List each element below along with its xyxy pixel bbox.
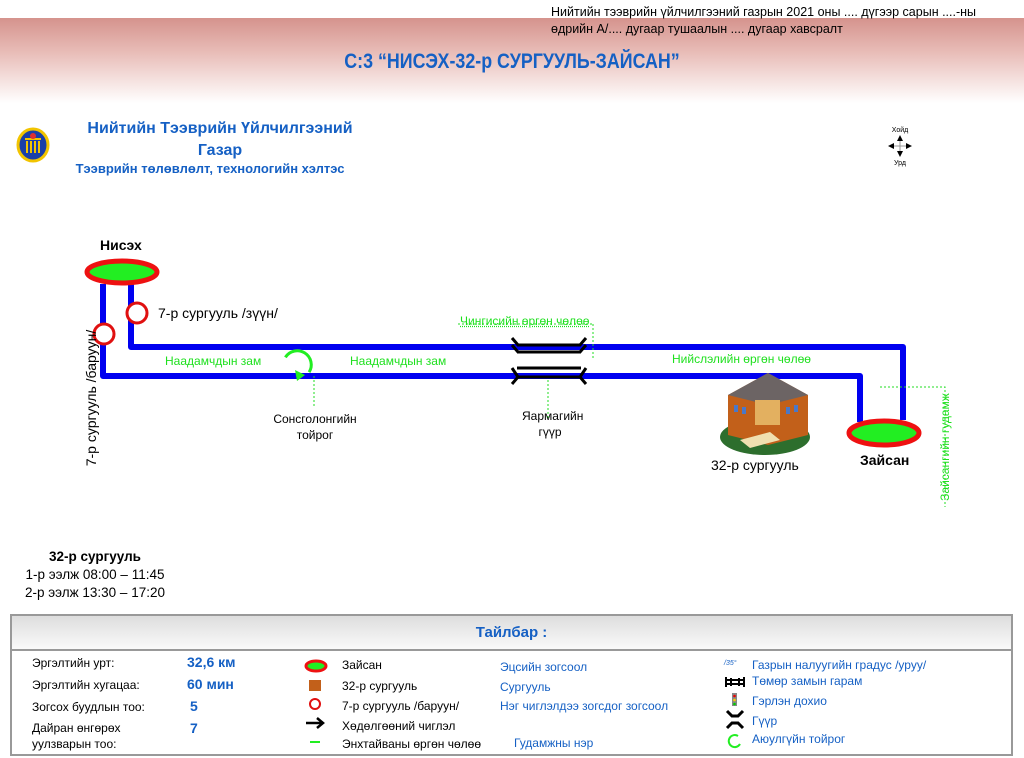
stop-west-icon bbox=[92, 322, 116, 346]
legend-symbol-label: 7-р сургууль /баруун/ bbox=[342, 699, 460, 713]
road-label: Наадамчдын зам bbox=[350, 354, 447, 368]
legend-other-label: Төмөр замын гарам bbox=[752, 674, 863, 688]
legend-other-symbols bbox=[725, 677, 745, 749]
legend-symbol-label: Хөдөлгөөний чиглэл bbox=[342, 719, 456, 733]
route-map bbox=[84, 258, 946, 507]
schedule: 32-р сургууль 1-р ээлж 08:00 – 11:45 2-р э… bbox=[20, 548, 170, 602]
road-label: Чингисийн өргөн чөлөө bbox=[460, 314, 590, 328]
bridge-icon bbox=[510, 337, 588, 385]
legend-meaning: Эцсийн зогсоол bbox=[500, 660, 588, 674]
stop-east-icon bbox=[125, 301, 149, 325]
stat-label: Зогсох буудлын тоо: bbox=[32, 700, 145, 714]
stop-east-label: 7-р сургууль /зүүн/ bbox=[158, 305, 278, 321]
terminal-icon bbox=[304, 659, 328, 673]
compass-north: Хойд bbox=[891, 127, 909, 134]
legend-other-label: Гүүр bbox=[752, 714, 778, 728]
stat-value: 7 bbox=[190, 720, 198, 736]
org-line-2: Газар bbox=[197, 142, 243, 159]
arrow-right-icon bbox=[306, 717, 325, 729]
start-terminal-icon bbox=[84, 258, 160, 286]
header-band bbox=[0, 18, 1024, 103]
legend-symbol-label: Зайсан bbox=[342, 658, 382, 672]
stop-icon bbox=[309, 698, 321, 710]
end-terminal-icon bbox=[846, 418, 922, 448]
bridge-label: Яармагийн гүүр bbox=[522, 409, 584, 439]
legend-other-label: Газрын налуугийн градус /уруу/ bbox=[752, 658, 927, 672]
legend-meaning: Сургууль bbox=[500, 680, 551, 694]
stat-value: 60 мин bbox=[187, 676, 234, 692]
school-icon bbox=[309, 680, 321, 691]
roundabout-icon bbox=[727, 734, 741, 749]
legend-meaning: Гудамжны нэр bbox=[514, 736, 594, 750]
legend-symbol-label: Энхтайваны өргөн чөлөө bbox=[342, 737, 481, 751]
stat-label: Дайран өнгөрөх уулзварын тоо: bbox=[32, 721, 121, 751]
railway-crossing-icon bbox=[725, 677, 745, 687]
start-label: Нисэх bbox=[100, 237, 142, 253]
bridge-icon bbox=[725, 709, 745, 730]
compass-arrows-icon bbox=[888, 135, 912, 157]
stop-west-label: 7-р сургууль /баруун/ bbox=[83, 329, 99, 467]
stat-label: Эргэлтийн хугацаа: bbox=[32, 678, 140, 692]
legend-symbols bbox=[304, 659, 328, 743]
end-label: Зайсан bbox=[860, 452, 910, 468]
school-building-icon bbox=[720, 373, 810, 455]
legend-panel: Тайлбар : Эргэлтийн урт: 32,6 км Эргэлти… bbox=[10, 614, 1013, 756]
decree-note: Нийтийн тээврийн үйлчилгээний газрын 202… bbox=[551, 4, 1016, 38]
legend-other-label: Гэрлэн дохио bbox=[752, 694, 827, 708]
schedule-title: 32-р сургууль bbox=[49, 549, 141, 564]
slope-icon: /35° bbox=[724, 660, 737, 667]
schedule-shift-2: 2-р ээлж 13:30 – 17:20 bbox=[25, 585, 165, 600]
school-label: 32-р сургууль bbox=[711, 457, 799, 473]
roundabout-icon bbox=[284, 349, 313, 381]
road-label: Зайсангийн гудамж bbox=[938, 393, 952, 501]
schedule-shift-1: 1-р ээлж 08:00 – 11:45 bbox=[25, 567, 165, 582]
stat-label: Эргэлтийн урт: bbox=[32, 656, 115, 670]
legend-other-label: Аюулгүйн тойрог bbox=[752, 732, 846, 746]
org-logo-icon bbox=[16, 127, 50, 163]
decree-line-1: Нийтийн тээврийн үйлчилгээний газрын 202… bbox=[551, 5, 977, 19]
page-title: С:3 “НИСЭХ-32-р СУРГУУЛЬ-ЗАЙСАН” bbox=[344, 50, 680, 73]
compass-south: Урд bbox=[894, 160, 906, 167]
roundabout-label: Сонсголонгийн тойрог bbox=[273, 412, 357, 442]
org-department: Тээврийн төлөвлөлт, технологийн хэлтэс bbox=[75, 161, 345, 176]
legend-meaning: Нэг чиглэлдээ зогсдог зогсоол bbox=[500, 699, 669, 713]
org-line-1: Нийтийн Тээврийн Үйлчилгээний bbox=[87, 120, 353, 137]
road-label: Наадамчдын зам bbox=[165, 354, 262, 368]
decree-line-2: өдрийн А/.... дугаар тушаалын .... дугаа… bbox=[551, 22, 843, 36]
legend-symbol-label: 32-р сургууль bbox=[342, 679, 418, 693]
legend-title: Тайлбар : bbox=[12, 616, 1011, 651]
stat-value: 32,6 км bbox=[187, 654, 236, 670]
road-label: Нийслэлийн өргөн чөлөө bbox=[672, 352, 811, 366]
stat-value: 5 bbox=[190, 698, 198, 714]
